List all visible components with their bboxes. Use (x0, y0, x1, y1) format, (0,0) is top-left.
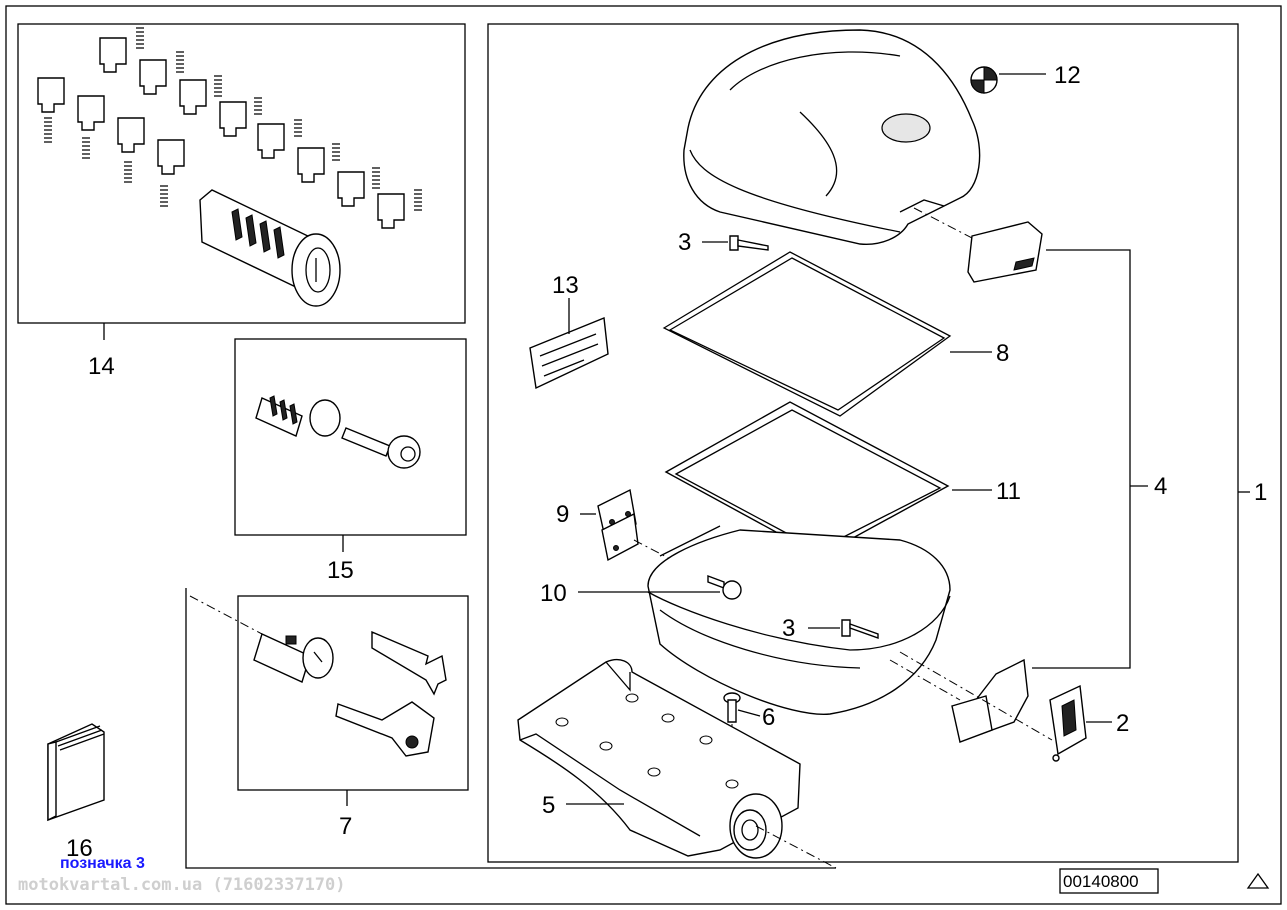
note-bracket (185, 588, 836, 869)
watermark: motokvartal.com.ua (71602337170) (18, 875, 346, 895)
bracket-4 (1032, 249, 1131, 669)
bolt-6 (723, 692, 741, 723)
outer-frame (5, 5, 1282, 905)
callout-1: 1 (1254, 479, 1267, 506)
lock-wafers (37, 27, 422, 229)
callout-15: 15 (327, 557, 354, 584)
callout-4: 4 (1154, 473, 1167, 500)
manual-16 (47, 723, 105, 822)
callout-11: 11 (996, 478, 1021, 505)
callout-14: 14 (88, 353, 115, 380)
seal-8 (662, 251, 952, 417)
drawing-code: 00140800 (1063, 872, 1139, 891)
hinge-9 (597, 488, 639, 562)
callout-12: 12 (1054, 62, 1081, 89)
note-label: позначка 3 (60, 855, 145, 872)
screw-10 (707, 574, 742, 600)
warning-triangle-icon (1246, 872, 1270, 889)
callout-5: 5 (542, 792, 555, 819)
callout-2: 2 (1116, 710, 1129, 737)
callout-9: 9 (556, 501, 569, 528)
callout-8: 8 (996, 340, 1009, 367)
label-13 (529, 317, 609, 390)
callout-13: 13 (552, 272, 579, 299)
latch-cover-upper (967, 221, 1043, 283)
topcase-lid (683, 29, 981, 245)
panel-lock-keys-7 (237, 595, 469, 791)
screw-3-upper (729, 235, 769, 251)
lock-cylinder-large (199, 189, 341, 307)
inner-mat-11 (664, 401, 950, 557)
latch-cover-lower (951, 658, 1029, 743)
callout-6: 6 (762, 704, 775, 731)
callout-7: 7 (339, 813, 352, 840)
callout-16: 16 (66, 835, 93, 862)
screw-3-lower (841, 619, 879, 639)
lock-housing-2 (1049, 684, 1087, 762)
drawing-code-box (1059, 868, 1159, 894)
panel-lock-set-14 (17, 23, 466, 324)
panel-topcase-assembly (487, 23, 1239, 863)
topcase-base (647, 525, 951, 715)
emblem-12 (970, 66, 998, 94)
panel-lock-15 (234, 338, 467, 536)
callout-3-lower: 3 (782, 615, 795, 642)
callout-10: 10 (540, 580, 567, 607)
callout-3-upper: 3 (678, 229, 691, 256)
